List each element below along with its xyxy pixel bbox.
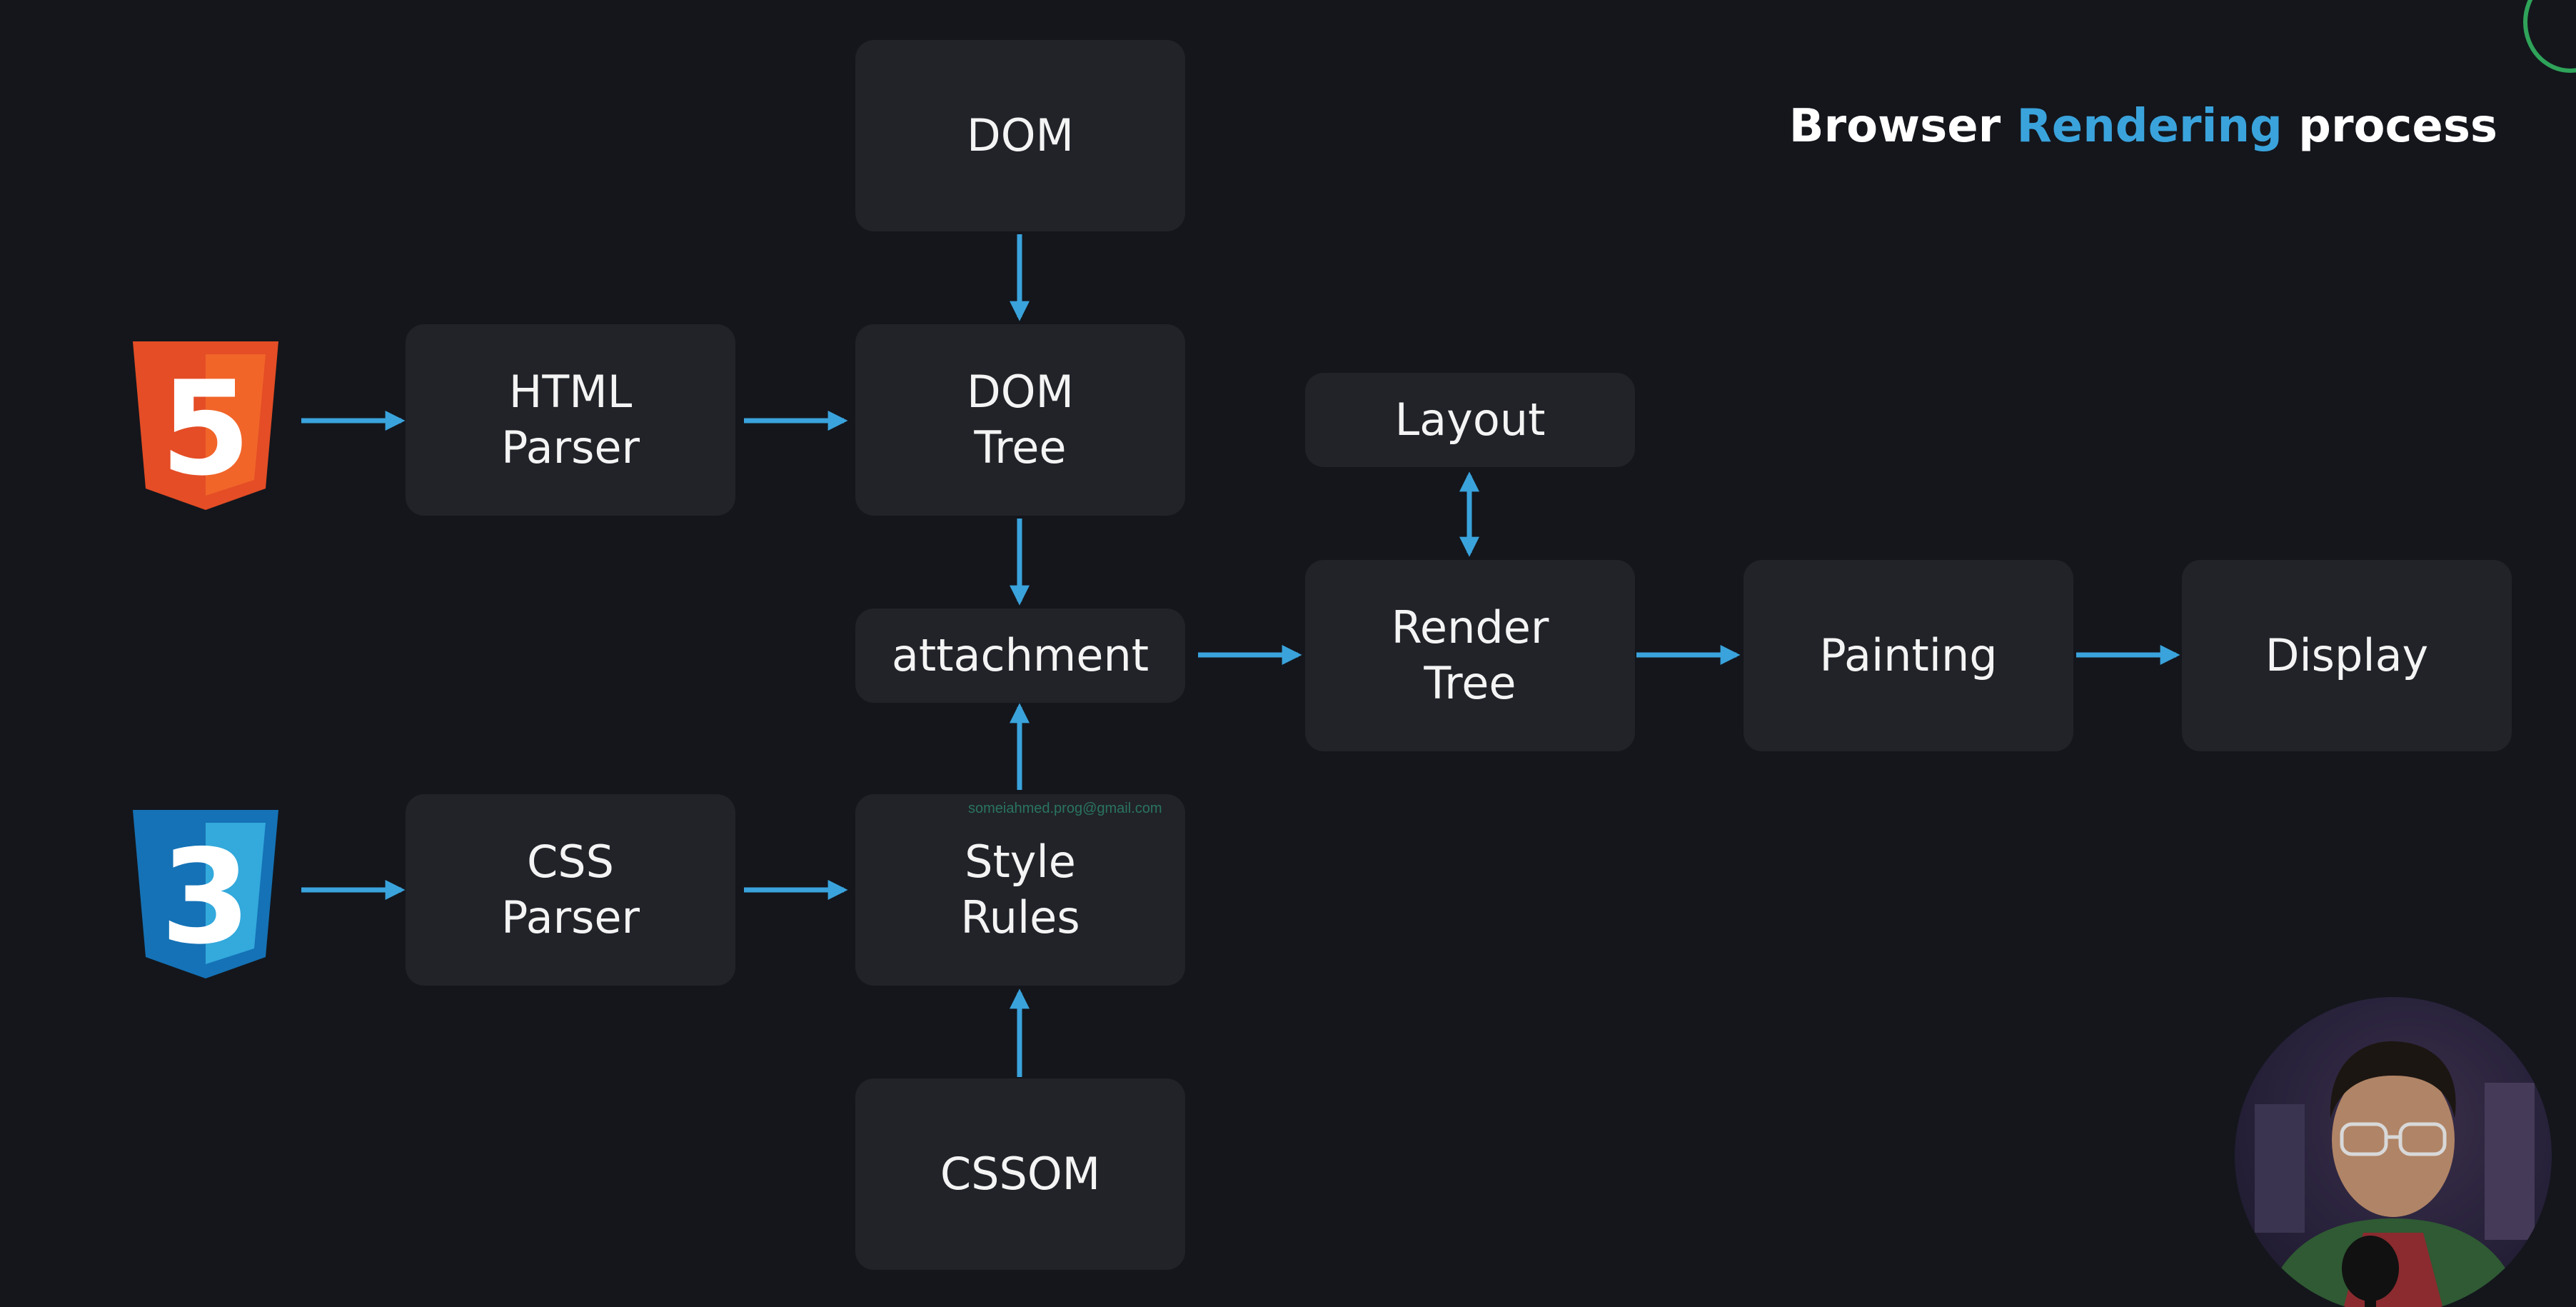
node-render-tree: Render Tree (1305, 560, 1635, 751)
node-layout: Layout (1305, 373, 1635, 467)
title-highlight: Rendering (2016, 100, 2283, 153)
presenter-avatar (2235, 997, 2552, 1307)
node-css-parser: CSS Parser (406, 794, 735, 986)
node-dom-tree: DOM Tree (855, 324, 1185, 516)
node-painting: Painting (1744, 560, 2073, 751)
node-cssom: CSSOM (855, 1078, 1185, 1270)
node-dom: DOM (855, 40, 1185, 231)
node-style-rules: Style Rules (855, 794, 1185, 986)
node-attachment: attachment (855, 609, 1185, 703)
watermark: someiahmed.prog@gmail.com (968, 801, 1162, 816)
presenter-illustration (2255, 1041, 2535, 1307)
title-part1: Browser (1788, 100, 2001, 153)
slide-title: Browser Rendering process (1789, 100, 2497, 153)
html5-logo-icon: 5 (133, 341, 278, 510)
title-part2: process (2298, 100, 2497, 153)
node-html-parser: HTML Parser (406, 324, 735, 516)
css3-digit: 3 (161, 821, 251, 973)
node-display: Display (2182, 560, 2512, 751)
css3-logo-icon: 3 (133, 810, 278, 978)
html5-digit: 5 (161, 353, 251, 504)
